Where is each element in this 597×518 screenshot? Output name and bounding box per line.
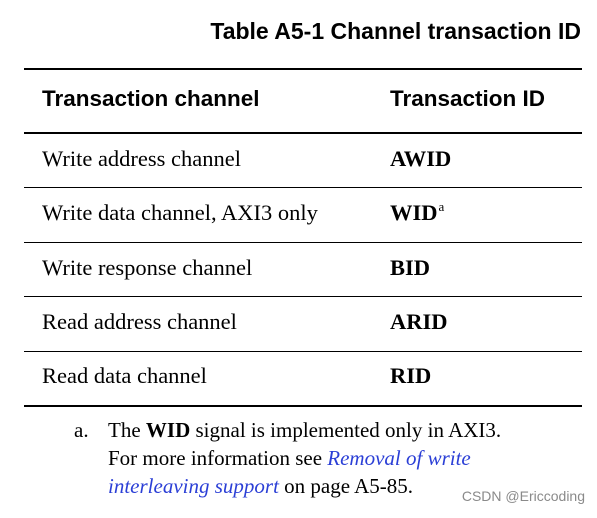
removal-of-write-interleaving-link-cont[interactable]: interleaving support — [108, 474, 279, 498]
row-id-cell: AWID — [390, 146, 452, 171]
row-id-cell: BID — [390, 255, 431, 280]
footnote-superscript: a — [438, 199, 445, 214]
footnote-line-2: For more information see Removal of writ… — [108, 446, 471, 470]
row-divider — [24, 351, 582, 352]
row-id-cell: WIDa — [390, 199, 445, 226]
row-id-cell: RID — [390, 363, 432, 388]
csdn-watermark: CSDN @Ericcoding — [461, 488, 585, 504]
header-transaction-channel: Transaction channel — [42, 86, 260, 111]
footnote-signal-name: WID — [145, 418, 191, 442]
footnote-marker: a. — [74, 418, 89, 442]
table-caption: Table A5-1 Channel transaction ID — [210, 18, 581, 44]
row-id-cell: ARID — [390, 309, 448, 334]
header-transaction-id: Transaction ID — [390, 86, 546, 111]
footnote-line-3: interleaving support on page A5-85. — [108, 474, 414, 498]
row-divider — [24, 242, 582, 243]
row-divider — [24, 296, 582, 297]
row-channel-cell: Write address channel — [42, 146, 242, 171]
header-rule — [24, 132, 582, 134]
footnote-line-1: The WID signal is implemented only in AX… — [108, 418, 502, 442]
row-channel-cell: Write response channel — [42, 255, 253, 280]
row-channel-cell: Read address channel — [42, 309, 237, 334]
row-divider — [24, 187, 582, 188]
row-channel-cell: Read data channel — [42, 363, 207, 388]
footnote-text: The WID signal is implemented only in AX… — [108, 416, 501, 500]
table-bottom-rule — [24, 405, 582, 407]
removal-of-write-interleaving-link[interactable]: Removal of write — [327, 446, 471, 470]
row-id-text: WID — [390, 200, 438, 225]
row-channel-cell: Write data channel, AXI3 only — [42, 200, 318, 225]
table-top-rule — [24, 68, 582, 70]
